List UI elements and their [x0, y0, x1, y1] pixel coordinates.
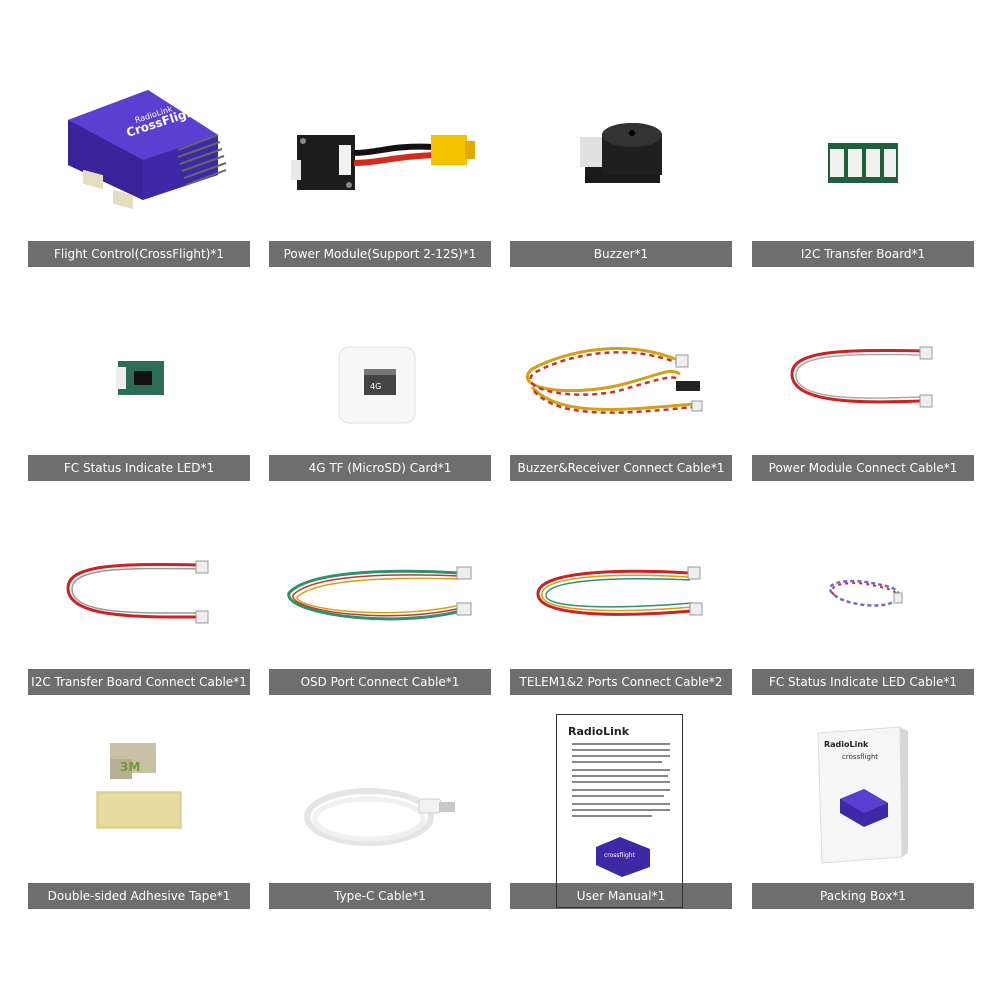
item-packing-box: RadioLink crossflight Packing Box*1 — [752, 707, 974, 909]
item-label: Type-C Cable*1 — [269, 883, 491, 909]
i2c-board-image — [828, 143, 898, 183]
led-cable-image — [828, 579, 903, 607]
tf-card-image: 4G — [338, 346, 416, 424]
i2c-cable-image — [66, 560, 209, 624]
status-led-image — [116, 361, 164, 395]
flight-controller-image: RadioLink CrossFlight — [68, 90, 227, 210]
item-flight-control: RadioLink CrossFlight Flight Control(Cro… — [28, 65, 250, 267]
item-fc-led: FC Status Indicate LED*1 — [28, 279, 250, 481]
item-label: User Manual*1 — [510, 883, 732, 909]
item-adhesive-tape: 3M Double-sided Adhesive Tape*1 — [28, 707, 250, 909]
item-label: Packing Box*1 — [752, 883, 974, 909]
packing-box-image: RadioLink crossflight — [817, 726, 908, 864]
box-brand-text: RadioLink — [824, 740, 869, 749]
typec-cable-image — [304, 788, 455, 846]
item-label: FC Status Indicate LED Cable*1 — [752, 669, 974, 695]
tf-card-text: 4G — [370, 382, 381, 391]
manual-model-text: crossflight — [604, 852, 636, 859]
item-label: OSD Port Connect Cable*1 — [269, 669, 491, 695]
user-manual-image: RadioLink crossflight — [568, 725, 670, 877]
power-module-cable-image — [790, 346, 933, 408]
item-led-cable: FC Status Indicate LED Cable*1 — [752, 493, 974, 695]
item-power-module: Power Module(Support 2-12S)*1 — [269, 65, 491, 267]
tape-logo-text: 3M — [120, 760, 140, 774]
item-label: Power Module Connect Cable*1 — [752, 455, 974, 481]
item-tf-card: 4G 4G TF (MicroSD) Card*1 — [269, 279, 491, 481]
item-label: Buzzer*1 — [510, 241, 732, 267]
box-model-text: crossflight — [842, 753, 878, 761]
item-osd-cable: OSD Port Connect Cable*1 — [269, 493, 491, 695]
buzzer-receiver-cable-image — [525, 347, 703, 414]
manual-brand-text: RadioLink — [568, 725, 630, 738]
item-label: Double-sided Adhesive Tape*1 — [28, 883, 250, 909]
item-label: I2C Transfer Board Connect Cable*1 — [28, 669, 250, 695]
item-label: Power Module(Support 2-12S)*1 — [269, 241, 491, 267]
item-buzzer-receiver-cable: Buzzer&Receiver Connect Cable*1 — [510, 279, 732, 481]
item-buzzer: Buzzer*1 — [510, 65, 732, 267]
item-user-manual: RadioLink crossflight User Manual*1 — [510, 707, 732, 909]
item-i2c-board: I2C Transfer Board*1 — [752, 65, 974, 267]
item-i2c-cable: I2C Transfer Board Connect Cable*1 — [28, 493, 250, 695]
item-label: FC Status Indicate LED*1 — [28, 455, 250, 481]
item-telem-cable: TELEM1&2 Ports Connect Cable*2 — [510, 493, 732, 695]
power-module-image — [291, 135, 475, 190]
item-label: Buzzer&Receiver Connect Cable*1 — [510, 455, 732, 481]
osd-cable-image — [287, 566, 472, 621]
item-label: 4G TF (MicroSD) Card*1 — [269, 455, 491, 481]
item-label: TELEM1&2 Ports Connect Cable*2 — [510, 669, 732, 695]
item-power-module-cable: Power Module Connect Cable*1 — [752, 279, 974, 481]
item-typec-cable: Type-C Cable*1 — [269, 707, 491, 909]
buzzer-image — [580, 123, 662, 183]
item-label: Flight Control(CrossFlight)*1 — [28, 241, 250, 267]
adhesive-tape-image: 3M — [96, 743, 182, 829]
telem-cable-image — [536, 566, 703, 616]
item-label: I2C Transfer Board*1 — [752, 241, 974, 267]
